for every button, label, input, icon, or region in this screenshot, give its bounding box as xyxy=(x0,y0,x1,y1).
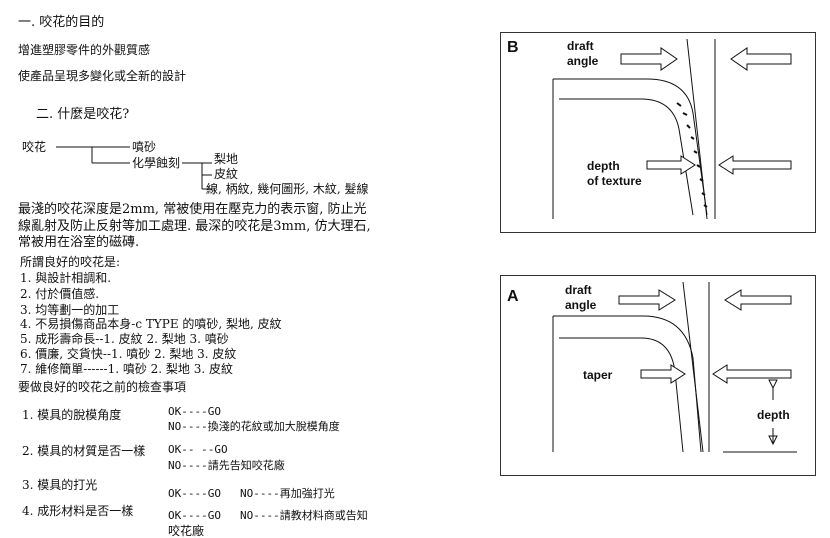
check-item-ok: OK-- --GO xyxy=(168,443,228,456)
panel-a-drawing xyxy=(552,281,797,453)
panel-b-angle-label: angle xyxy=(567,54,599,68)
goodlist-item: 5. 成形壽命長--1. 皮紋 2. 梨地 3. 噴砂 xyxy=(20,332,229,346)
tree-leaf-pear: 梨地 xyxy=(214,152,239,166)
panel-b-draft-label: draft xyxy=(567,39,594,53)
goodlist-item: 6. 價廉, 交貨快--1. 噴砂 2. 梨地 3. 皮紋 xyxy=(20,347,237,361)
panel-b-drawing xyxy=(552,38,792,220)
panel-a-taper: A draft angle taper depth xyxy=(500,275,816,476)
tree-root: 咬花 xyxy=(22,140,47,154)
check-item-label: 1. 模具的脫模角度 xyxy=(22,408,122,422)
panel-a-angle-label: angle xyxy=(565,298,597,312)
section1-heading: 一. 咬花的目的 xyxy=(18,15,105,30)
check-item-no: NO----請先告知咬花廠 xyxy=(168,459,285,472)
goodlist-heading: 所謂良好的咬花是: xyxy=(20,255,121,269)
panel-b-depth-label: depth xyxy=(587,159,620,173)
panel-a-depth-label: depth xyxy=(757,408,790,422)
check-item-label: 4. 成形材料是否一樣 xyxy=(22,504,134,518)
goodlist-item: 4. 不易損傷商品本身-c TYPE 的噴砂, 梨地, 皮紋 xyxy=(20,317,282,331)
panel-a-draft-label: draft xyxy=(565,283,592,297)
tree-child-sandblast: 噴砂 xyxy=(132,140,157,154)
check-item-no: NO----請教材料商或告知 xyxy=(240,509,368,522)
goodlist-item: 7. 維修簡單------1. 噴砂 2. 梨地 3. 皮紋 xyxy=(20,362,234,376)
goodlist-item: 3. 均等劃一的加工 xyxy=(20,303,120,317)
panel-b-texture-depth: B draft angle depth of texture xyxy=(500,32,816,233)
check-item-ok: OK----GO xyxy=(168,509,221,522)
check-item-label: 2. 模具的材質是否一樣 xyxy=(22,444,146,458)
check-item-no-cont: 咬花廠 xyxy=(168,524,205,538)
section2-heading: 二. 什麼是咬花? xyxy=(36,107,130,122)
check-item-no: NO----再加強打光 xyxy=(240,487,335,500)
section1-line2: 使產品呈現多變化或全新的設計 xyxy=(18,69,187,83)
panel-b-texture-label: of texture xyxy=(587,174,642,188)
depth-paragraph-line2: 線亂射及防止反射等加工處理. 最深的咬花是3mm, 仿大理石, xyxy=(18,219,371,234)
depth-paragraph-line1: 最淺的咬花深度是2mm, 常被使用在壓克力的表示窗, 防止光 xyxy=(18,202,367,217)
panel-a-taper-label: taper xyxy=(583,368,613,382)
panel-b-letter: B xyxy=(507,39,519,56)
tree-child-chemical: 化學蝕刻 xyxy=(132,156,181,170)
check-item-ok: OK----GO xyxy=(168,487,221,500)
check-item-ok: OK----GO xyxy=(168,405,221,418)
section1-line1: 增進塑膠零件的外觀質感 xyxy=(18,43,151,57)
classification-tree xyxy=(56,146,212,190)
tree-leaf-leather: 皮紋 xyxy=(214,167,239,181)
goodlist-item: 1. 與設計相調和. xyxy=(20,271,112,285)
check-item-no: NO----換淺的花紋或加大脫模角度 xyxy=(168,420,340,433)
goodlist-item: 2. 付於價值感. xyxy=(20,287,100,301)
panel-a-letter: A xyxy=(507,288,519,305)
depth-paragraph-line3: 常被用在浴室的磁磚. xyxy=(18,235,140,250)
checks-heading: 要做良好的咬花之前的檢查事項 xyxy=(18,380,187,394)
check-item-label: 3. 模具的打光 xyxy=(22,478,98,492)
tree-leaf-other: 線, 柄紋, 幾何圖形, 木紋, 髮線 xyxy=(206,182,369,196)
